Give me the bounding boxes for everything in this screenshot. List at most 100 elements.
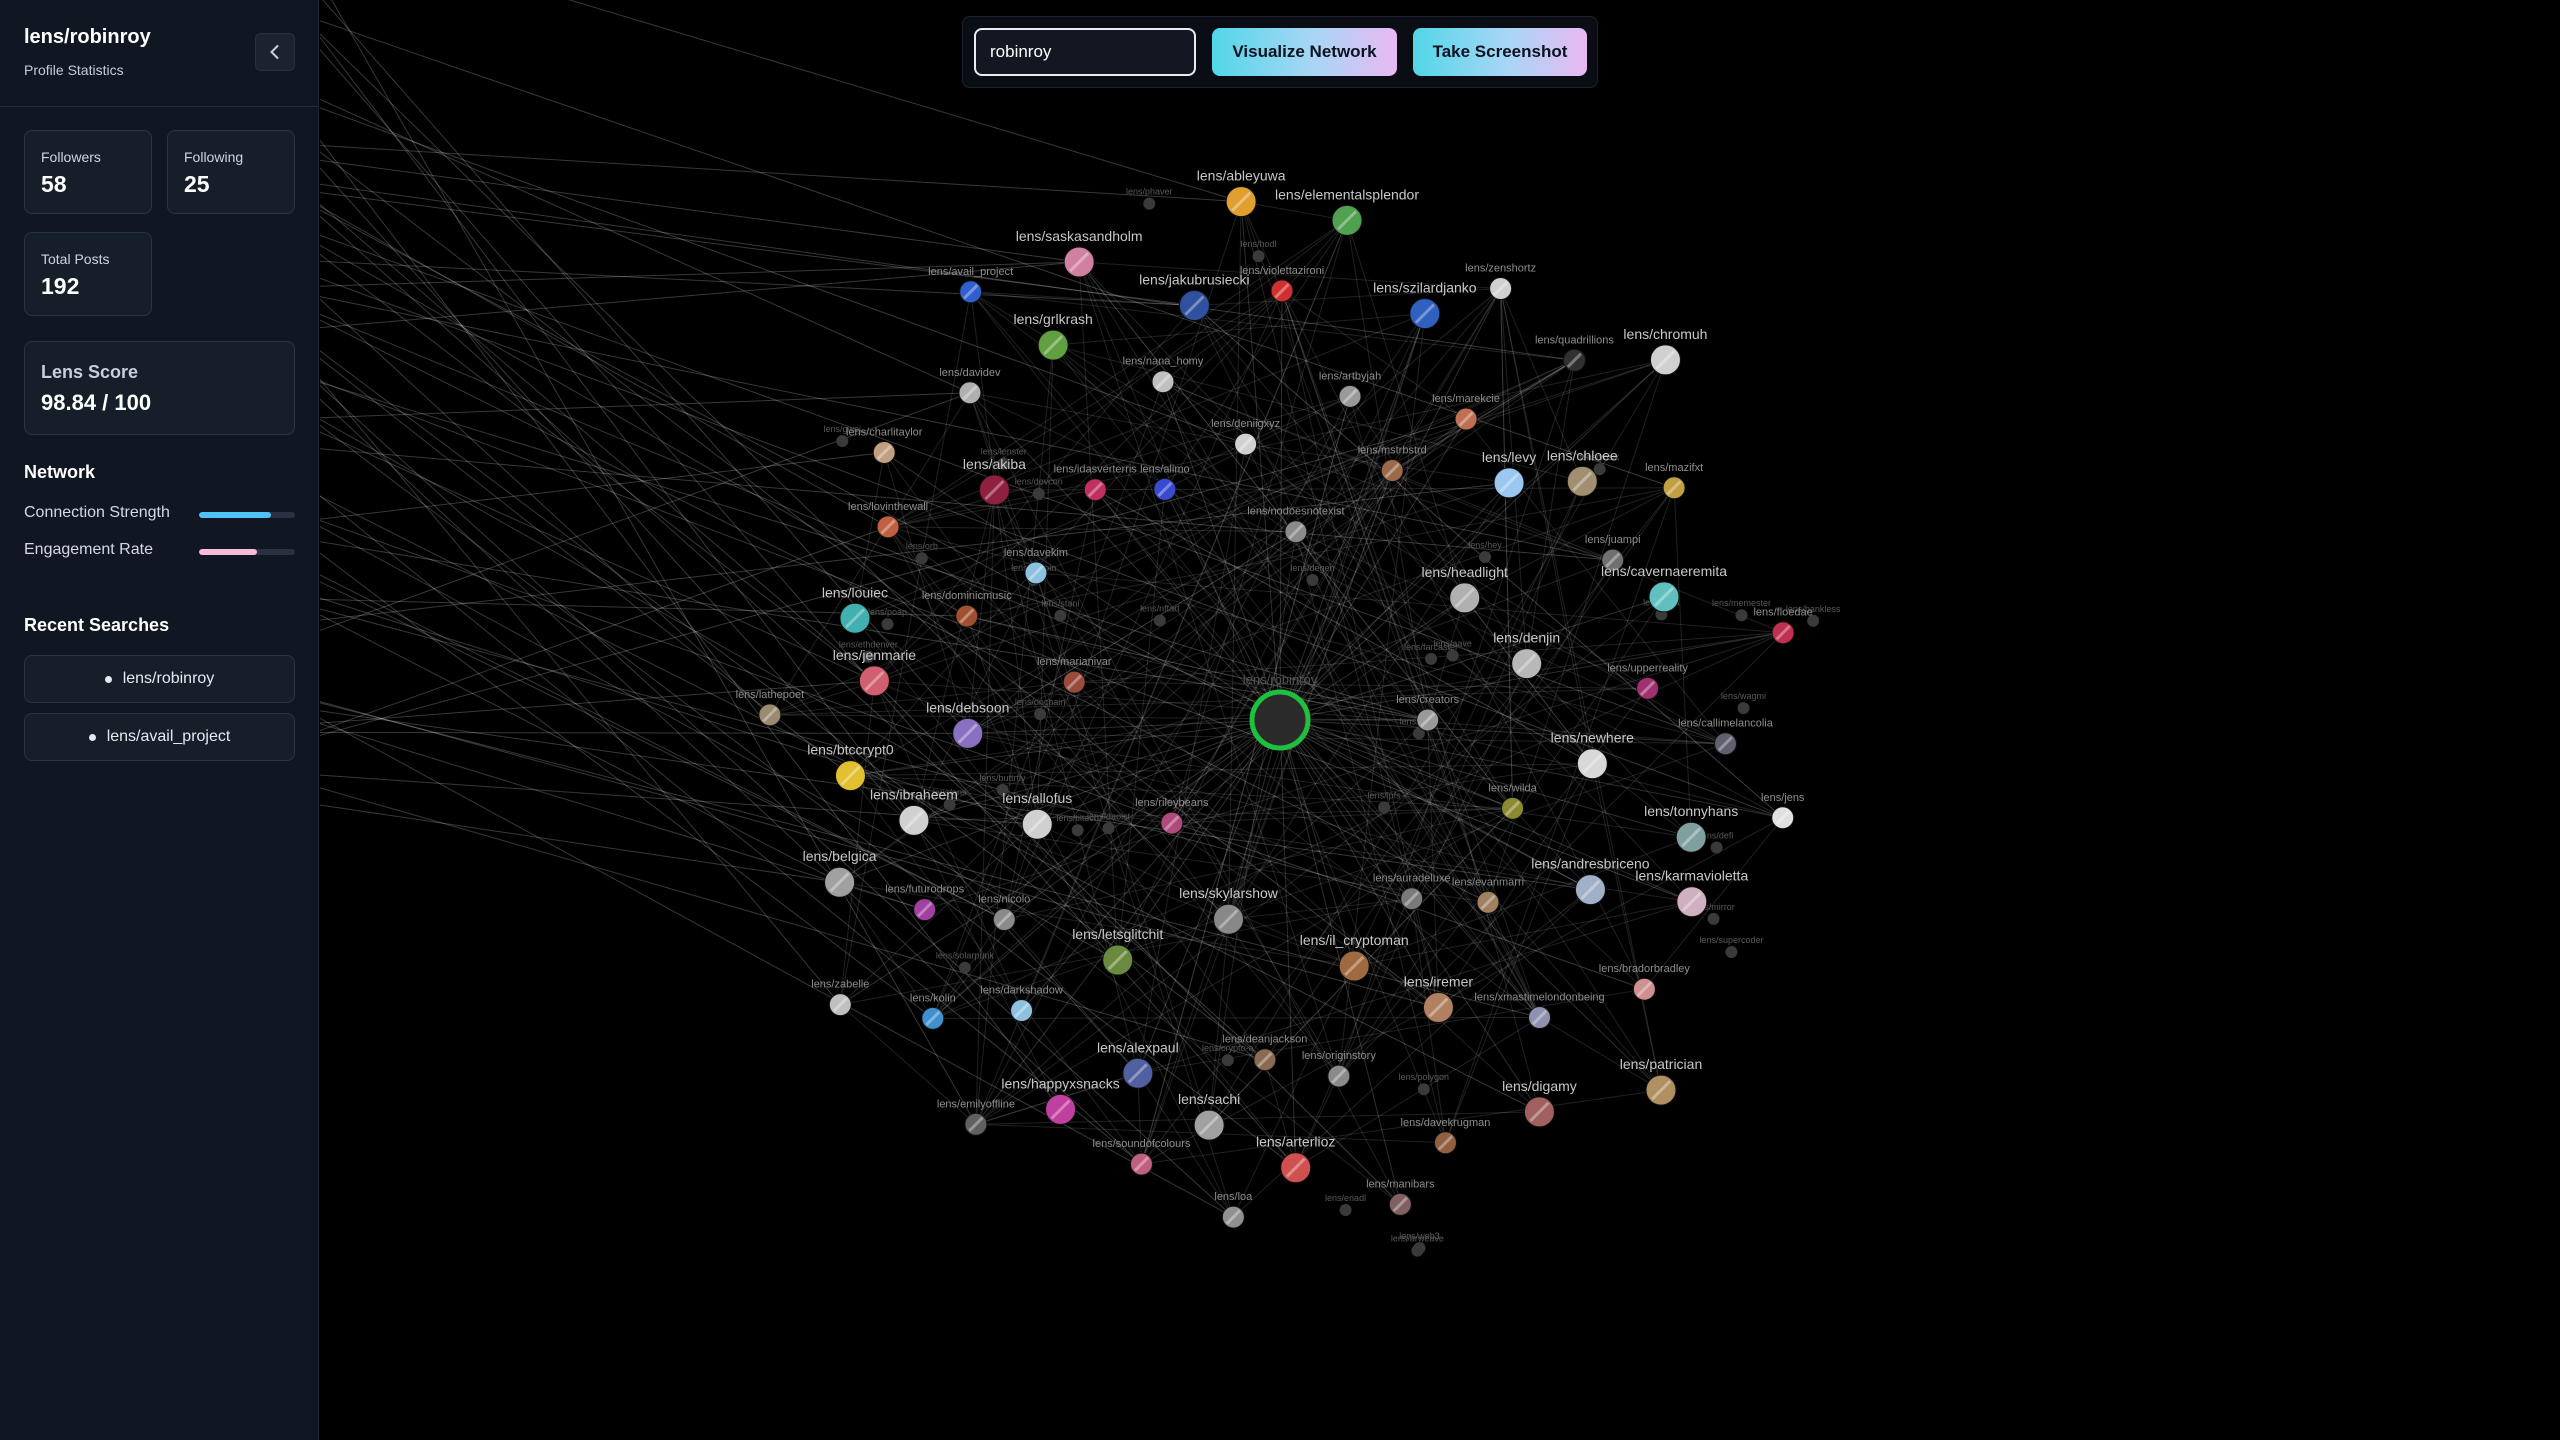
graph-node-avatar[interactable] (1178, 290, 1210, 322)
graph-node[interactable]: lens/floedae (1753, 607, 1813, 645)
graph-node[interactable]: lens/davekim (1004, 547, 1068, 585)
graph-node-avatar[interactable] (1528, 1006, 1552, 1030)
graph-node-avatar[interactable] (1151, 370, 1175, 394)
graph-node-avatar[interactable] (1062, 670, 1086, 694)
graph-node-avatar[interactable] (1675, 821, 1707, 853)
graph-node-avatar[interactable] (1632, 977, 1656, 1001)
graph-node[interactable]: lens/sachi (1178, 1091, 1240, 1141)
graph-node[interactable]: lens/zenshortz (1465, 263, 1536, 301)
graph-node-avatar[interactable] (1213, 903, 1245, 935)
graph-node[interactable]: lens/akiba (963, 456, 1026, 506)
graph-minor-node[interactable] (1102, 822, 1115, 835)
graph-minor-node[interactable] (1735, 609, 1748, 622)
graph-node-avatar[interactable] (839, 602, 871, 634)
graph-node[interactable]: lens/alexpaul (1097, 1039, 1179, 1089)
take-screenshot-button[interactable]: Take Screenshot (1413, 28, 1587, 76)
graph-node[interactable]: lens/il_cryptoman (1300, 932, 1409, 982)
graph-node-avatar[interactable] (1037, 329, 1069, 361)
graph-node-avatar[interactable] (1129, 1152, 1153, 1176)
graph-node[interactable]: lens/loa (1214, 1191, 1253, 1229)
graph-node[interactable]: lens/btccrypt0 (807, 742, 894, 792)
graph-node[interactable]: lens/kolin (910, 992, 956, 1030)
graph-node-avatar[interactable] (1454, 407, 1478, 431)
graph-node[interactable]: lens/nodoesnotexist (1247, 506, 1345, 544)
graph-node-avatar[interactable] (1024, 561, 1048, 585)
graph-minor-node[interactable] (1417, 1083, 1430, 1096)
graph-node[interactable]: lens/saskasandholm (1016, 228, 1143, 278)
graph-node[interactable]: lens/ibraheem (870, 786, 958, 836)
graph-node-avatar[interactable] (921, 1006, 945, 1030)
graph-node[interactable]: lens/karmavioletta (1635, 868, 1748, 918)
graph-node[interactable]: lens/debsoon (926, 699, 1009, 749)
graph-node-avatar[interactable] (1063, 246, 1095, 278)
graph-node-avatar[interactable] (1122, 1057, 1154, 1089)
graph-minor-node[interactable] (1153, 614, 1166, 627)
graph-node-avatar[interactable] (1388, 1192, 1412, 1216)
graph-node[interactable]: lens/marianivar (1037, 656, 1112, 694)
graph-node-avatar[interactable] (1416, 708, 1440, 732)
graph-node-avatar[interactable] (1380, 459, 1404, 483)
graph-node[interactable]: lens/zabelle (811, 979, 869, 1017)
graph-node[interactable]: lens/charlitaylor (846, 426, 923, 464)
graph-node-avatar[interactable] (1284, 520, 1308, 544)
collapse-sidebar-button[interactable] (255, 33, 295, 71)
graph-node-avatar[interactable] (1489, 277, 1513, 301)
graph-node-avatar[interactable] (1083, 478, 1107, 502)
graph-node-avatar[interactable] (1771, 806, 1795, 830)
graph-node-avatar[interactable] (913, 898, 937, 922)
graph-node[interactable]: lens/lovinthewall (848, 501, 928, 539)
graph-node[interactable]: lens/avail_project (928, 266, 1013, 304)
graph-node[interactable]: lens/denjin (1493, 630, 1560, 680)
graph-node-avatar[interactable] (1449, 582, 1481, 614)
graph-node[interactable]: lens/mazifxt (1645, 462, 1703, 500)
graph-node-avatar[interactable] (1225, 186, 1257, 218)
graph-node[interactable]: lens/szilardjanko (1373, 280, 1477, 330)
graph-minor-node[interactable] (862, 650, 875, 663)
graph-node-avatar[interactable] (1501, 796, 1525, 820)
graph-minor-node[interactable] (1221, 1054, 1234, 1067)
graph-node[interactable]: lens/ableyuwa (1197, 168, 1286, 218)
graph-node-avatar[interactable] (872, 440, 896, 464)
graph-node-avatar[interactable] (1327, 1064, 1351, 1088)
graph-node-avatar[interactable] (1771, 621, 1795, 645)
graph-minor-node[interactable] (1071, 824, 1084, 837)
graph-node[interactable]: lens/nicolo (978, 894, 1030, 932)
graph-node[interactable]: lens/allofus (1002, 790, 1072, 840)
graph-node[interactable]: lens/cavernaeremita (1601, 563, 1727, 613)
graph-node-avatar[interactable] (758, 703, 782, 727)
graph-node-avatar[interactable] (1010, 999, 1034, 1023)
graph-node[interactable]: lens/jens (1761, 792, 1805, 830)
graph-minor-node[interactable] (1252, 250, 1265, 263)
graph-node[interactable]: lens/belgica (803, 848, 877, 898)
graph-node-avatar[interactable] (1160, 811, 1184, 835)
graph-minor-node[interactable] (836, 435, 849, 448)
graph-node[interactable]: lens/dominicmusic (922, 590, 1012, 628)
graph-node[interactable]: lens/juampi (1585, 534, 1641, 572)
graph-minor-node[interactable] (1807, 614, 1820, 627)
graph-minor-node[interactable] (1725, 946, 1738, 959)
graph-node[interactable]: lens/andresbriceno (1531, 856, 1650, 906)
graph-minor-node[interactable] (1034, 708, 1047, 721)
graph-node[interactable]: lens/lathepoet (736, 689, 805, 727)
graph-node[interactable]: lens/iremer (1404, 974, 1474, 1024)
graph-node[interactable]: lens/violettazironi (1240, 265, 1324, 303)
graph-node[interactable]: lens/xmastimelondonbeing (1474, 992, 1605, 1030)
graph-node[interactable]: lens/quadrillions (1535, 334, 1614, 372)
graph-node-avatar[interactable] (1649, 344, 1681, 376)
center-node-avatar[interactable] (1254, 694, 1306, 746)
graph-node-avatar[interactable] (1562, 348, 1586, 372)
graph-minor-node[interactable] (1478, 550, 1491, 563)
graph-node-avatar[interactable] (828, 993, 852, 1017)
graph-node-avatar[interactable] (1253, 1048, 1277, 1072)
graph-minor-node[interactable] (1446, 649, 1459, 662)
graph-node[interactable]: lens/artbyjah (1319, 370, 1381, 408)
graph-minor-node[interactable] (1737, 702, 1750, 715)
graph-node-avatar[interactable] (1021, 808, 1053, 840)
graph-node[interactable]: lens/letsglitchit (1072, 926, 1163, 976)
graph-node-avatar[interactable] (1234, 432, 1258, 456)
graph-node-avatar[interactable] (1511, 648, 1543, 680)
graph-node[interactable]: lens/wilda (1488, 782, 1538, 820)
graph-node-avatar[interactable] (1422, 992, 1454, 1024)
graph-node-avatar[interactable] (858, 665, 890, 697)
graph-minor-node[interactable] (943, 798, 956, 811)
